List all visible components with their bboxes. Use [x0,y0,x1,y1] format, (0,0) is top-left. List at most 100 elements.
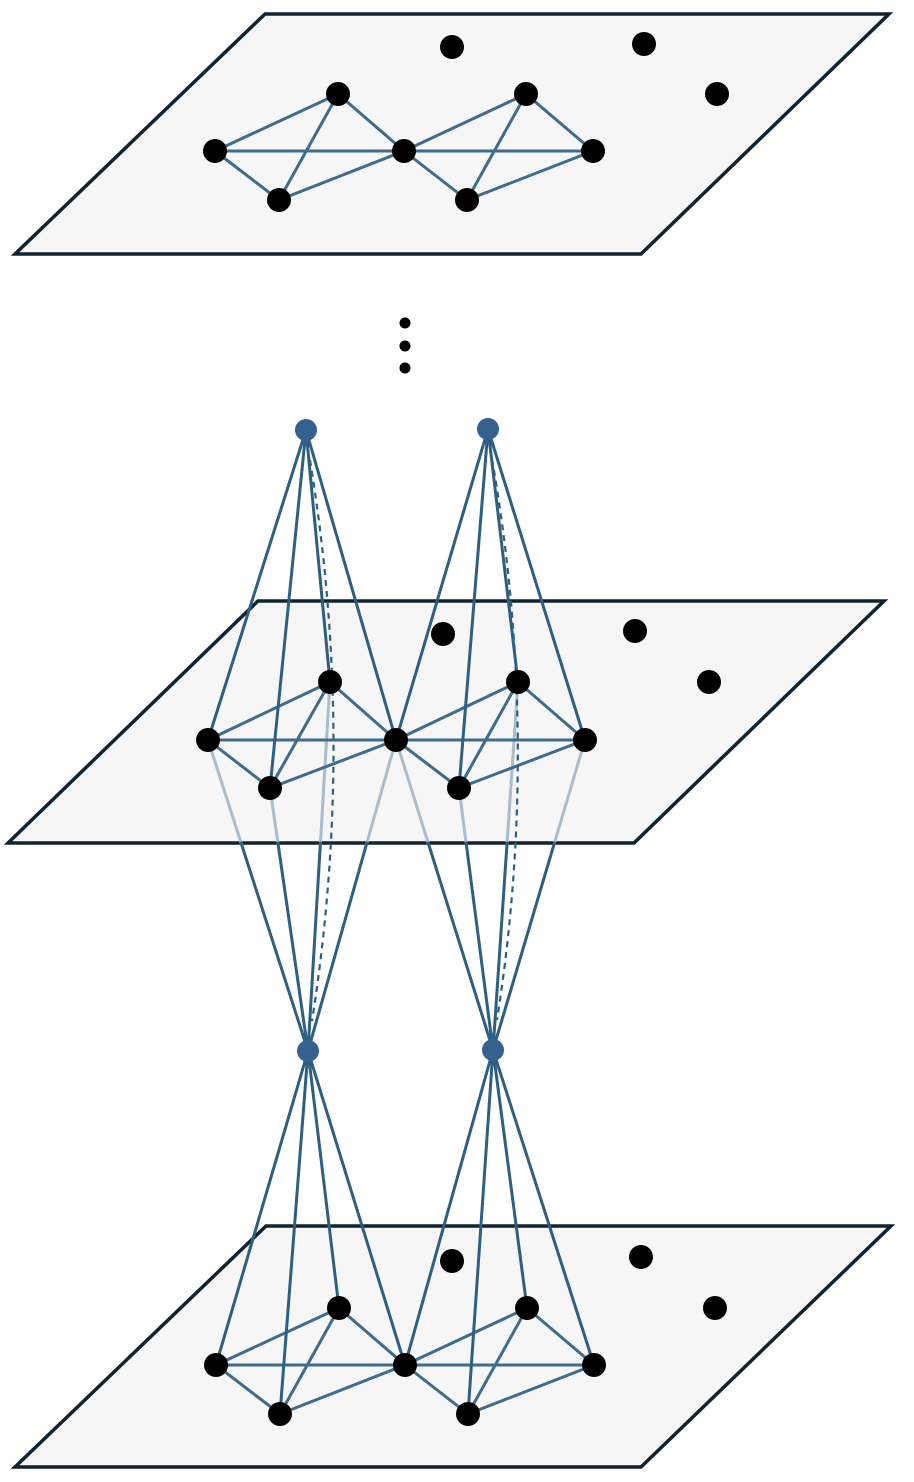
clique-edge [213,149,281,202]
hyperedge-node-icon [295,419,317,441]
clique-edge [213,92,340,153]
clique-edge [268,738,398,790]
graph-node-icon [506,670,530,694]
hyperedge-spoke-occluded [552,738,587,845]
clique-edge [403,1306,529,1367]
hyperedge-node-icon [482,1039,504,1061]
nodes-layer [196,32,729,1426]
hyperedge-spoke [304,428,332,684]
graph-node-icon [632,32,656,56]
clique-edge [277,149,406,202]
hyperedge-spokes-layer [206,427,596,1416]
clique-edge [525,1306,596,1367]
hyperedge-spoke [486,427,587,742]
ellipsis-dot [399,362,411,374]
clique-edge [268,680,332,790]
graph-node-icon [326,82,350,106]
graph-node-icon [514,82,538,106]
graph-node-icon [327,1296,351,1320]
clique-edge [465,92,528,202]
graph-node-icon [623,619,647,643]
clique-edge [402,92,528,153]
hyperedge-spoke [278,1049,310,1416]
graph-node-icon [581,139,605,163]
clique-edge [278,1306,341,1416]
clique-edge [336,92,406,153]
hyperedge-node-icon [297,1040,319,1062]
graph-node-icon [384,728,408,752]
ellipsis-dot [399,340,411,352]
clique-edge [402,149,469,202]
clique-edges-layer [206,92,596,1416]
graph-node-icon [440,1249,464,1273]
clique-edge [465,149,595,202]
hyperedge-spoke [206,428,308,742]
graph-node-icon [705,82,729,106]
graph-node-icon [267,188,291,212]
graph-node-icon [393,1353,417,1377]
hyperedge-spoke [268,428,308,790]
hyperedge-spoke [306,1049,341,1310]
plane-3 [10,1224,896,1469]
hyperedge-node-icon [477,418,499,440]
plane-1 [10,12,894,256]
clique-edge [457,680,520,790]
clique-edge [524,92,595,153]
clique-edge [214,1363,282,1416]
graph-node-icon [258,776,282,800]
graph-node-icon [431,622,455,646]
hyperedge-spoke [457,427,490,790]
clique-edge [328,680,398,742]
graph-node-icon [703,1296,727,1320]
hyperedge-spoke [394,427,490,742]
hyperedge-spoke [426,841,495,1052]
clique-edge [206,680,332,742]
hyperedge-spoke [491,841,509,1052]
graph-node-icon [440,35,464,59]
clique-edge [394,738,461,790]
graph-node-icon [697,670,721,694]
hyperedge-spoke [491,1048,596,1367]
graph-node-icon [268,1402,292,1426]
clique-edge [516,680,587,742]
hyperedge-spoke [239,841,310,1053]
hyperedge-spoke [464,841,495,1052]
hyperedge-spoke [304,428,398,742]
hyperedge-spoke [466,1048,495,1416]
graph-node-icon [204,1353,228,1377]
hyperedge-spoke [276,841,310,1053]
hyperedge-spoke [491,1048,529,1310]
graph-node-icon [392,139,416,163]
clique-edge [337,1306,407,1367]
clique-edge [206,738,272,790]
graph-node-icon [582,1353,606,1377]
ellipsis-dot [399,317,411,329]
plane-2 [3,599,889,845]
graph-node-icon [203,139,227,163]
hyperedge-spoke-occluded [365,738,398,845]
clique-edge [457,738,587,790]
hyperedge-spoke [214,1049,310,1367]
dashed-hyperedge-link [490,458,519,1021]
hyperedge-spoke-occluded [394,738,430,845]
hyperedge-spoke [491,841,556,1052]
hyperedge-spoke [306,1049,407,1367]
hyperedge-spoke-occluded [206,738,243,845]
clique-edge [277,92,340,202]
graph-node-icon [515,1296,539,1320]
dashed-hyperedge-link [308,459,335,1022]
hyperedge-spoke [306,841,322,1053]
hyperedge-spoke [306,841,369,1053]
planes-layer [3,12,896,1469]
hyperedge-spoke-occluded [318,680,332,845]
clique-edge [214,1306,341,1367]
clique-edge [394,680,520,742]
graph-node-icon [447,776,471,800]
graph-node-icon [318,670,342,694]
clique-edge [278,1363,407,1416]
clique-edge [466,1306,529,1416]
vertical-ellipsis-icon [399,317,411,374]
graph-node-icon [456,1402,480,1426]
clique-edge [403,1363,470,1416]
